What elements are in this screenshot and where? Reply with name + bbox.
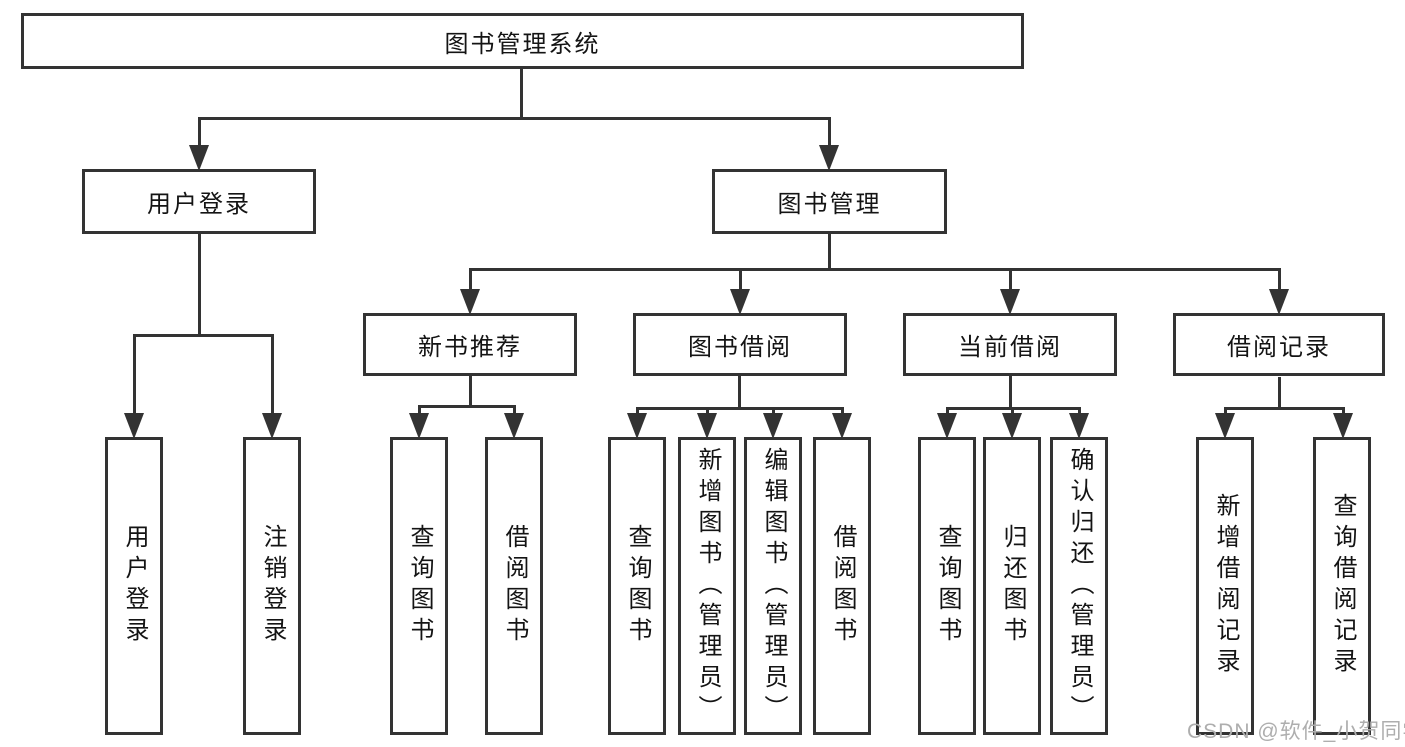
arrow-down-icon <box>1215 413 1235 439</box>
leaf-query-borrow-record: 查询借阅记录 <box>1313 437 1371 735</box>
arrow-down-icon <box>189 145 209 171</box>
leaf-label: 注销登录 <box>259 524 286 648</box>
connector-line <box>198 118 201 147</box>
leaf-newbooks-borrow-books: 借阅图书 <box>485 437 543 735</box>
arrow-down-icon <box>1000 289 1020 315</box>
connector-line <box>1342 408 1345 415</box>
connector-line <box>636 408 639 415</box>
connector-line <box>739 269 742 291</box>
leaf-label: 新增借阅记录 <box>1212 493 1239 679</box>
leaf-return-book: 归还图书 <box>983 437 1041 735</box>
connector-line <box>198 234 201 337</box>
connector-line <box>1278 269 1281 291</box>
leaf-label: 编辑图书（管理员） <box>760 446 787 726</box>
leaf-add-book-admin: 新增图书（管理员） <box>678 437 736 735</box>
arrow-down-icon <box>627 413 647 439</box>
node-borrowing-records: 借阅记录 <box>1173 313 1385 376</box>
arrow-down-icon <box>1269 289 1289 315</box>
node-user-login: 用户登录 <box>82 169 316 234</box>
node-book-borrowing: 图书借阅 <box>633 313 847 376</box>
leaf-confirm-return-admin: 确认归还（管理员） <box>1050 437 1108 735</box>
leaf-label: 确认归还（管理员） <box>1066 446 1093 726</box>
connector-line <box>418 406 421 415</box>
arrow-down-icon <box>409 413 429 439</box>
leaf-label: 查询图书 <box>406 524 433 648</box>
arrow-down-icon <box>937 413 957 439</box>
connector-line <box>706 408 709 415</box>
connector-line <box>520 69 523 120</box>
connector-line <box>772 408 775 415</box>
node-new-book-recommend: 新书推荐 <box>363 313 577 376</box>
connector-line <box>1278 377 1281 410</box>
connector-line <box>738 376 741 410</box>
arrow-down-icon <box>763 413 783 439</box>
leaf-newbooks-query-books: 查询图书 <box>390 437 448 735</box>
arrow-down-icon <box>262 413 282 439</box>
connector-line <box>513 406 516 415</box>
connector-line <box>1009 376 1012 410</box>
leaf-label: 查询借阅记录 <box>1329 493 1356 679</box>
connector-line <box>469 376 472 408</box>
watermark: CSDN @软件_小贺同学 <box>1187 720 1405 743</box>
node-library-system-root: 图书管理系统 <box>21 13 1024 69</box>
leaf-label: 查询图书 <box>624 524 651 648</box>
leaf-add-borrow-record: 新增借阅记录 <box>1196 437 1254 735</box>
connector-line <box>198 117 831 120</box>
connector-line <box>469 268 1281 271</box>
connector-line <box>469 269 472 291</box>
arrow-down-icon <box>504 413 524 439</box>
leaf-label: 查询图书 <box>934 524 961 648</box>
leaf-label: 借阅图书 <box>829 524 856 648</box>
leaf-label: 用户登录 <box>121 524 148 648</box>
connector-line <box>133 334 274 337</box>
connector-line <box>636 407 844 410</box>
leaf-label: 新增图书（管理员） <box>694 446 721 726</box>
leaf-edit-book-admin: 编辑图书（管理员） <box>744 437 802 735</box>
connector-line <box>828 234 831 271</box>
node-book-management: 图书管理 <box>712 169 947 234</box>
arrow-down-icon <box>1002 413 1022 439</box>
connector-line <box>1009 269 1012 291</box>
connector-line <box>418 405 516 408</box>
leaf-label: 借阅图书 <box>501 524 528 648</box>
arrow-down-icon <box>730 289 750 315</box>
leaf-user-login: 用户登录 <box>105 437 163 735</box>
connector-line <box>828 118 831 147</box>
connector-line <box>133 335 136 415</box>
connector-line <box>1224 408 1227 415</box>
arrow-down-icon <box>697 413 717 439</box>
node-current-borrowing: 当前借阅 <box>903 313 1117 376</box>
connector-line <box>1011 408 1014 415</box>
arrow-down-icon <box>819 145 839 171</box>
leaf-borrowing-query-books: 查询图书 <box>608 437 666 735</box>
leaf-logout: 注销登录 <box>243 437 301 735</box>
arrow-down-icon <box>1069 413 1089 439</box>
arrow-down-icon <box>832 413 852 439</box>
leaf-borrowing-borrow-books: 借阅图书 <box>813 437 871 735</box>
arrow-down-icon <box>124 413 144 439</box>
connector-line <box>946 408 949 415</box>
connector-line <box>1078 408 1081 415</box>
connector-line <box>1224 407 1345 410</box>
arrow-down-icon <box>1333 413 1353 439</box>
leaf-label: 归还图书 <box>999 524 1026 648</box>
connector-line <box>841 408 844 415</box>
arrow-down-icon <box>460 289 480 315</box>
connector-line <box>271 335 274 415</box>
leaf-current-query-books: 查询图书 <box>918 437 976 735</box>
